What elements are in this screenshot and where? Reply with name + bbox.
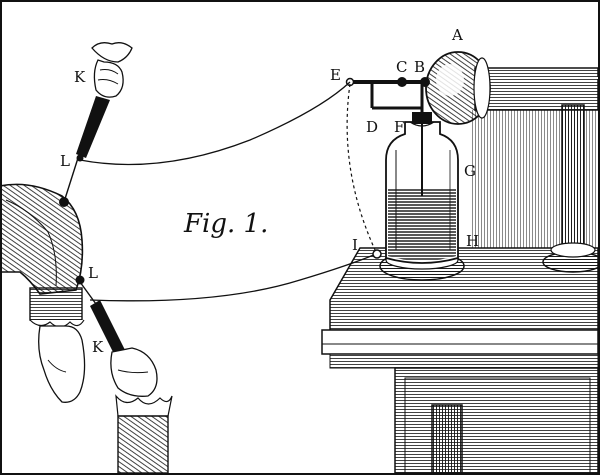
conductor-rod (345, 77, 430, 120)
wires (79, 81, 382, 302)
label-f: F (394, 118, 404, 136)
ball-c (397, 77, 407, 87)
label-d: D (366, 118, 378, 136)
label-h: H (466, 232, 479, 250)
electric-machine (425, 51, 600, 273)
label-a: A (451, 26, 463, 44)
label-c: C (396, 58, 407, 76)
figure-caption: Fig. 1. (183, 209, 268, 239)
label-e: E (330, 66, 341, 84)
label-k-bottom: K (92, 338, 104, 356)
leyden-bottle (379, 112, 465, 281)
label-l-bottom: L (88, 264, 98, 282)
label-b: B (414, 58, 425, 76)
human-figure (0, 42, 173, 474)
label-g: G (464, 162, 476, 180)
label-l-top: L (60, 152, 70, 170)
label-i: I (352, 236, 358, 254)
table (321, 110, 599, 474)
label-k-top: K (74, 68, 86, 86)
